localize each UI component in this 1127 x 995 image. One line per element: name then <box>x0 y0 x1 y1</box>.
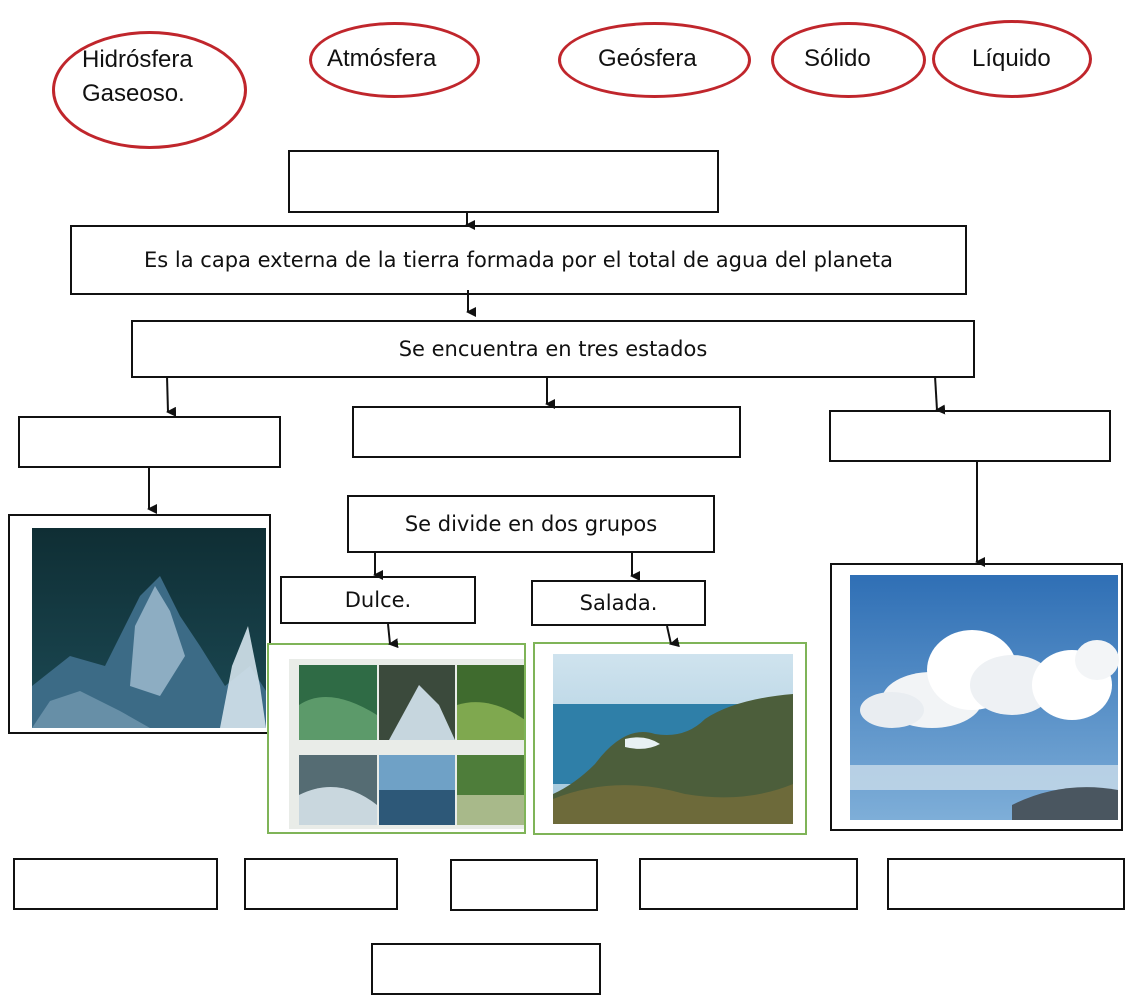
state-left-answer-box[interactable] <box>18 416 281 468</box>
word-atmosfera: Atmósfera <box>327 45 437 72</box>
states-intro-box: Se encuentra en tres estados <box>131 320 975 378</box>
word-gaseoso: Gaseoso. <box>82 80 185 107</box>
word-hidrosfera: Hidrósfera <box>82 46 193 73</box>
saltwater-image-frame <box>533 642 807 835</box>
freshwater-photo <box>289 659 524 829</box>
state-middle-answer-box[interactable] <box>352 406 741 458</box>
word-liquido: Líquido <box>972 45 1051 72</box>
freshwater-image-frame <box>267 643 526 834</box>
bottom-answer-box-5[interactable] <box>887 858 1125 910</box>
state-right-answer-box[interactable] <box>829 410 1111 462</box>
arrow-states-to-left <box>166 375 177 417</box>
word-oval-geosfera <box>558 22 751 98</box>
word-oval-atmosfera <box>309 22 480 98</box>
groups-intro-text: Se divide en dos grupos <box>404 512 658 536</box>
word-oval-liquido <box>932 20 1092 98</box>
clouds-image-frame <box>830 563 1123 831</box>
ice-photo <box>32 528 266 728</box>
bottom-answer-box-2[interactable] <box>244 858 398 910</box>
saltwater-photo <box>553 654 793 824</box>
group-salt-text: Salada. <box>579 591 658 615</box>
group-fresh-text: Dulce. <box>344 588 412 612</box>
bottom-answer-box-4[interactable] <box>639 858 858 910</box>
arrow-states-to-right <box>934 375 946 415</box>
word-oval-solido <box>771 22 926 98</box>
clouds-photo <box>850 575 1119 820</box>
group-fresh-box: Dulce. <box>280 576 476 624</box>
group-salt-box: Salada. <box>531 580 706 626</box>
title-answer-box[interactable] <box>288 150 719 213</box>
arrow-dulce-to-image <box>387 623 399 649</box>
bottom-answer-box-6[interactable] <box>371 943 601 995</box>
definition-text: Es la capa externa de la tierra formada … <box>144 248 893 272</box>
states-intro-text: Se encuentra en tres estados <box>398 337 708 361</box>
ice-image-frame <box>8 514 271 734</box>
word-oval-hidrosfera <box>52 31 247 149</box>
word-geosfera: Geósfera <box>598 45 697 72</box>
bottom-answer-box-1[interactable] <box>13 858 218 910</box>
word-solido: Sólido <box>804 45 871 72</box>
groups-intro-box: Se divide en dos grupos <box>347 495 715 553</box>
definition-box: Es la capa externa de la tierra formada … <box>70 225 967 295</box>
bottom-answer-box-3[interactable] <box>450 859 598 911</box>
